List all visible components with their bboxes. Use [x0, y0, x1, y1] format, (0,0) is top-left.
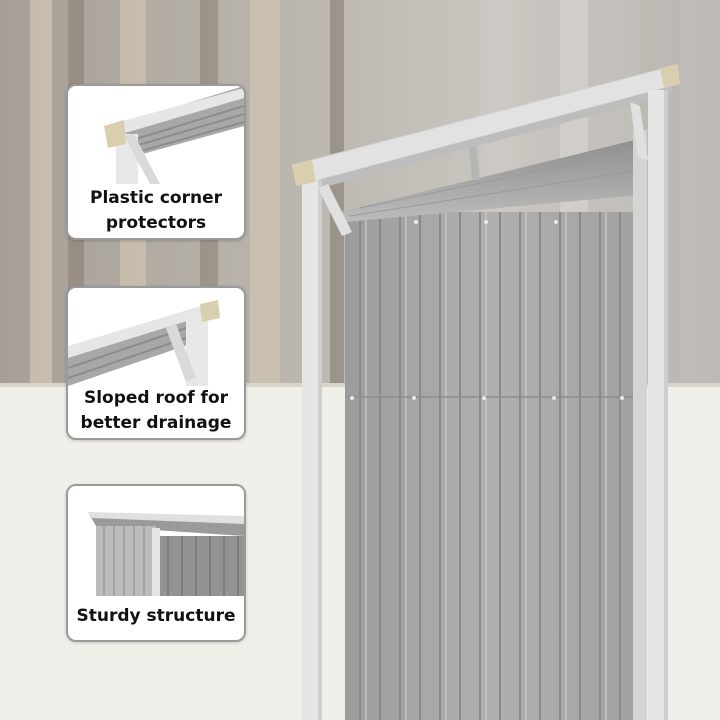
left-front-post [302, 180, 322, 720]
left-brace [318, 184, 352, 236]
callout-caption: Sturdy structure [68, 604, 244, 629]
corner-protector-closeup [68, 86, 244, 184]
shed-side-panels [345, 212, 633, 720]
callout-caption: Sloped roof for better drainage [68, 386, 244, 436]
right-brace [630, 102, 648, 160]
callout-sloped-roof: Sloped roof for better drainage [66, 286, 246, 440]
callout-sturdy-structure: Sturdy structure [66, 484, 246, 642]
sloped-roof-closeup [68, 288, 244, 386]
screws [350, 220, 624, 400]
corner-protector-right [660, 64, 680, 88]
caption-line-2: protectors [105, 213, 207, 233]
caption-line-1: Sturdy structure [76, 606, 236, 626]
callout-caption: Plastic corner protectors [68, 186, 244, 236]
corner-protector-left [292, 160, 316, 186]
caption-line-1: Plastic corner [90, 188, 222, 208]
callout-corner-protectors: Plastic corner protectors [66, 84, 246, 240]
caption-line-2: better drainage [80, 413, 232, 433]
right-front-post [648, 90, 668, 720]
shed-structure-closeup [68, 486, 244, 596]
panel-highlights [365, 212, 607, 720]
panel-ribs [359, 212, 621, 720]
caption-line-1: Sloped roof for [83, 388, 229, 408]
